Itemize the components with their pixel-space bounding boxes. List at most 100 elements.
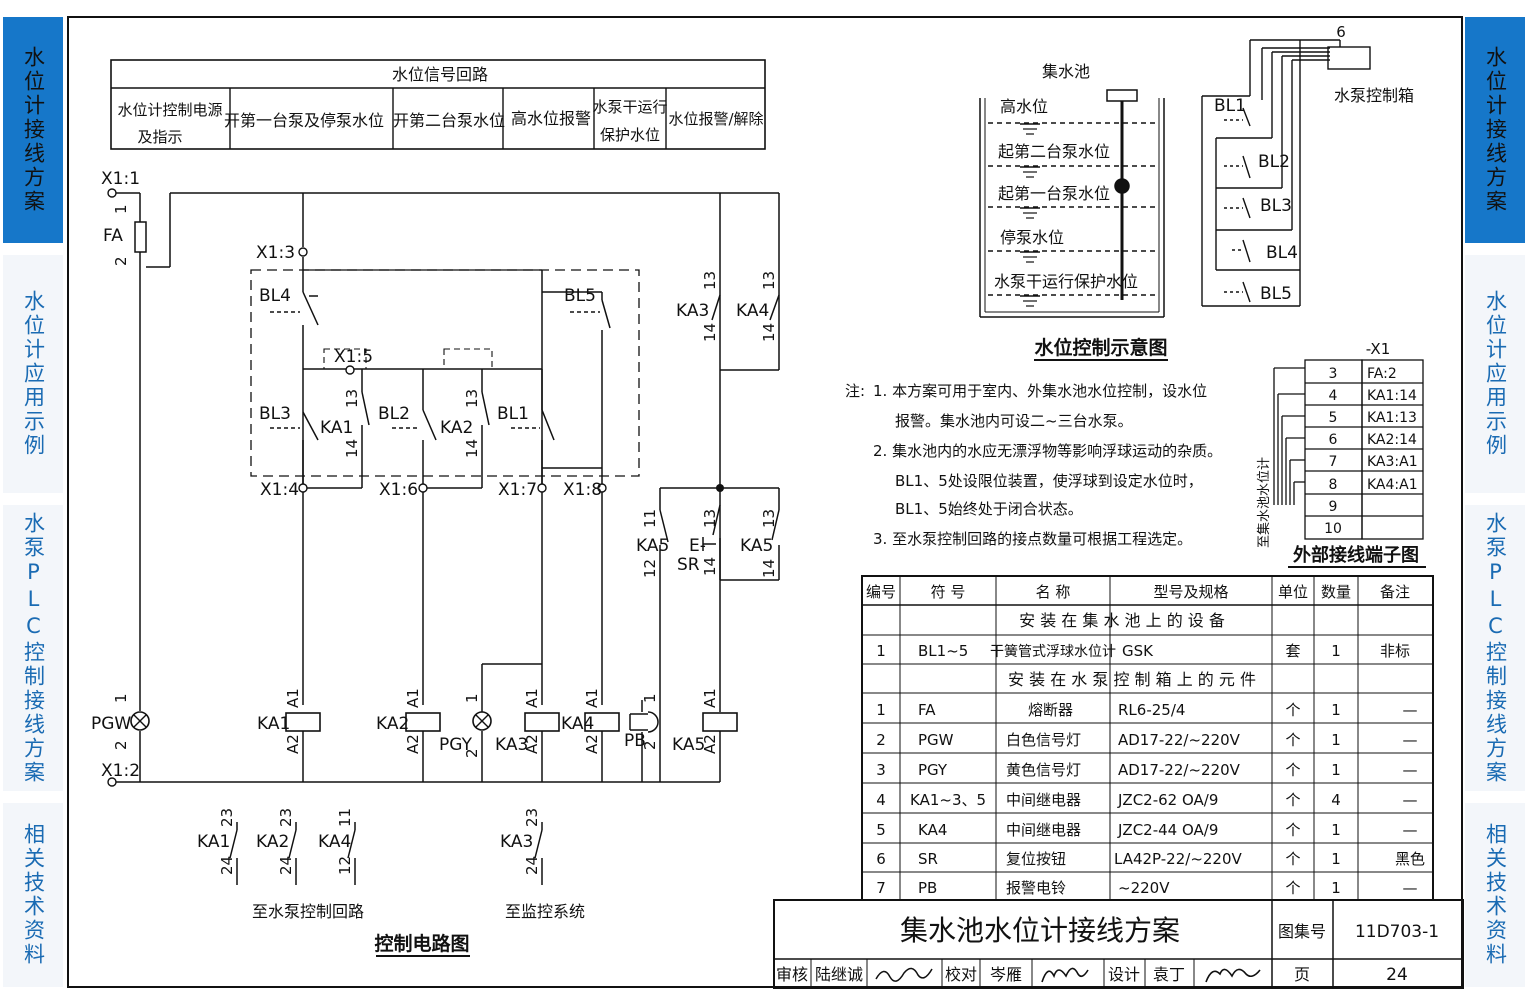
note-2b: BL1、5处设限位装置，使浮球到设定水位时， [895,472,1203,490]
label-ka4: KA4 [736,301,769,321]
cell: JZC2-62 OA/9 [1117,791,1218,809]
hdr-qty: 数量 [1321,583,1351,601]
cell: — [1403,791,1418,809]
cell: 1 [1331,731,1341,749]
control-circuit [112,192,780,885]
label-ka3-coil: KA3 [495,735,528,755]
signal-loop-table: 水位信号回路 水位计控制电源 及指示 开第一台泵及停泵水位 开第二台泵水位 高水… [110,59,766,150]
cell: 1 [1331,821,1341,839]
label-ka3-contact: KA3 [500,832,533,852]
pin-ka5-14: 14 [760,559,778,578]
cell: LA42P-22/~220V [1114,850,1243,868]
note-2a: 2. 集水池内的水应无漂浮物等影响浮球运动的杂质。 [873,442,1222,460]
tank-title: 水位控制示意图 [1034,336,1167,359]
pin-pgy-1: 1 [463,693,481,703]
tab-pump-plc-wiring-right[interactable]: 水泵PLC控制接线方案 [1464,504,1526,792]
terminal-side-label: 至集水池水位计 [1256,457,1272,548]
label-x1-6: X1:6 [379,480,418,500]
pin-ka1-13: 13 [343,389,361,408]
cell: — [1403,879,1418,897]
cell: 中间继电器 [1006,791,1081,809]
label-bl1: BL1 [497,404,529,424]
label-x1-7: X1:7 [498,480,537,500]
tb-num: 6 [1329,432,1338,448]
title-block [773,899,1464,989]
tab-water-level-meter-wiring[interactable]: 水位计接线方案 [2,16,64,244]
cell: 白色信号灯 [1006,731,1081,749]
pin-ka5-a2: A2 [701,734,719,754]
pin-pb-2: 2 [641,740,659,750]
label-pb: PB [624,731,646,751]
label-fa: FA [103,226,123,246]
cell: 1 [1331,879,1341,897]
level-pump1: 起第一台泵水位 [998,184,1110,203]
tab-related-technical-data[interactable]: 相关技术资料 [2,802,64,988]
cell: PB [918,879,937,897]
cell: GSK [1122,642,1154,660]
signature-design [1205,968,1261,983]
tab-related-technical-data-right[interactable]: 相关技术资料 [1464,802,1526,988]
equipment-table-text: 编号 符 号 名 称 型号及规格 单位 数量 备注 安 装 在 集 水 池 上 … [866,583,1425,897]
cell: 个 [1285,791,1300,809]
cell: 个 [1285,761,1300,779]
signal-loop-title: 水位信号回路 [392,65,488,84]
page-label: 页 [1294,965,1310,984]
label-ka2-contact: KA2 [256,832,289,852]
label-bl5: BL5 [564,286,596,306]
signature-check [1041,967,1089,983]
pin-ka1-a1: A1 [284,688,302,708]
col-dry-run: 水泵干运行 [592,98,667,116]
tab-label: 水位计接线方案 [1483,46,1508,214]
cell: 5 [876,821,886,839]
cell: 报警电铃 [1006,879,1066,897]
label-bl3: BL3 [259,404,291,424]
pin-ka3-23: 23 [523,808,541,827]
label-e-minus: E- [689,536,706,556]
tab-water-level-meter-examples-right[interactable]: 水位计应用示例 [1464,254,1526,494]
pin-ka4-14: 14 [760,323,778,342]
tab-label: 水位计接线方案 [21,46,46,214]
tb-num: 7 [1329,454,1338,470]
pin-ka1-24: 24 [218,856,236,875]
cell: 个 [1285,879,1300,897]
label-bl2: BL2 [378,404,410,424]
notes-prefix: 注: [845,382,865,400]
label-ka5-coil: KA5 [672,735,705,755]
tank-diagram [979,89,1165,318]
tab-water-level-meter-wiring-right[interactable]: 水位计接线方案 [1464,16,1526,244]
col-alarm-reset: 水位报警/解除 [668,110,763,128]
check-label: 校对 [945,965,977,984]
label-bl4: BL4 [259,286,291,306]
pb-bl3: BL3 [1260,196,1292,216]
pin-ka5-11: 11 [641,509,659,528]
cell: 黑色 [1395,850,1425,868]
pin-pgw-1: 1 [112,693,130,703]
cell: AD17-22/~220V [1118,731,1241,749]
pin-ka2-a1: A1 [404,688,422,708]
pin-ka3-14: 14 [701,323,719,342]
pin-ka3-a2: A2 [523,734,541,754]
check-name: 岑雁 [990,965,1022,984]
cell: 黄色信号灯 [1006,761,1081,779]
pin-ka3-24: 24 [523,856,541,875]
tab-pump-plc-wiring[interactable]: 水泵PLC控制接线方案 [2,504,64,792]
cell: 6 [876,850,886,868]
pump-box-number: 6 [1336,23,1346,41]
pin-pb-1: 1 [641,693,659,703]
pin-ka4-11: 11 [336,808,354,827]
level-pump2: 起第二台泵水位 [998,142,1110,161]
note-3: 3. 至水泵控制回路的接点数量可根据工程选定。 [873,530,1192,548]
label-ka2-coil: KA2 [376,714,409,734]
tab-water-level-meter-examples[interactable]: 水位计应用示例 [2,254,64,494]
cell: 个 [1285,701,1300,719]
hdr-symbol: 符 号 [931,583,966,601]
pin-ka2-14: 14 [463,439,481,458]
col-dry-run-2: 保护水位 [600,126,660,144]
tb-num: 5 [1329,410,1338,426]
tab-label: 水泵PLC控制接线方案 [21,511,46,785]
pin-pgy-2: 2 [463,748,481,758]
note-2c: BL1、5始终处于闭合状态。 [895,500,1083,518]
equipment-table [861,575,1434,901]
label-x1-2: X1:2 [101,761,140,781]
cell: 个 [1285,850,1300,868]
